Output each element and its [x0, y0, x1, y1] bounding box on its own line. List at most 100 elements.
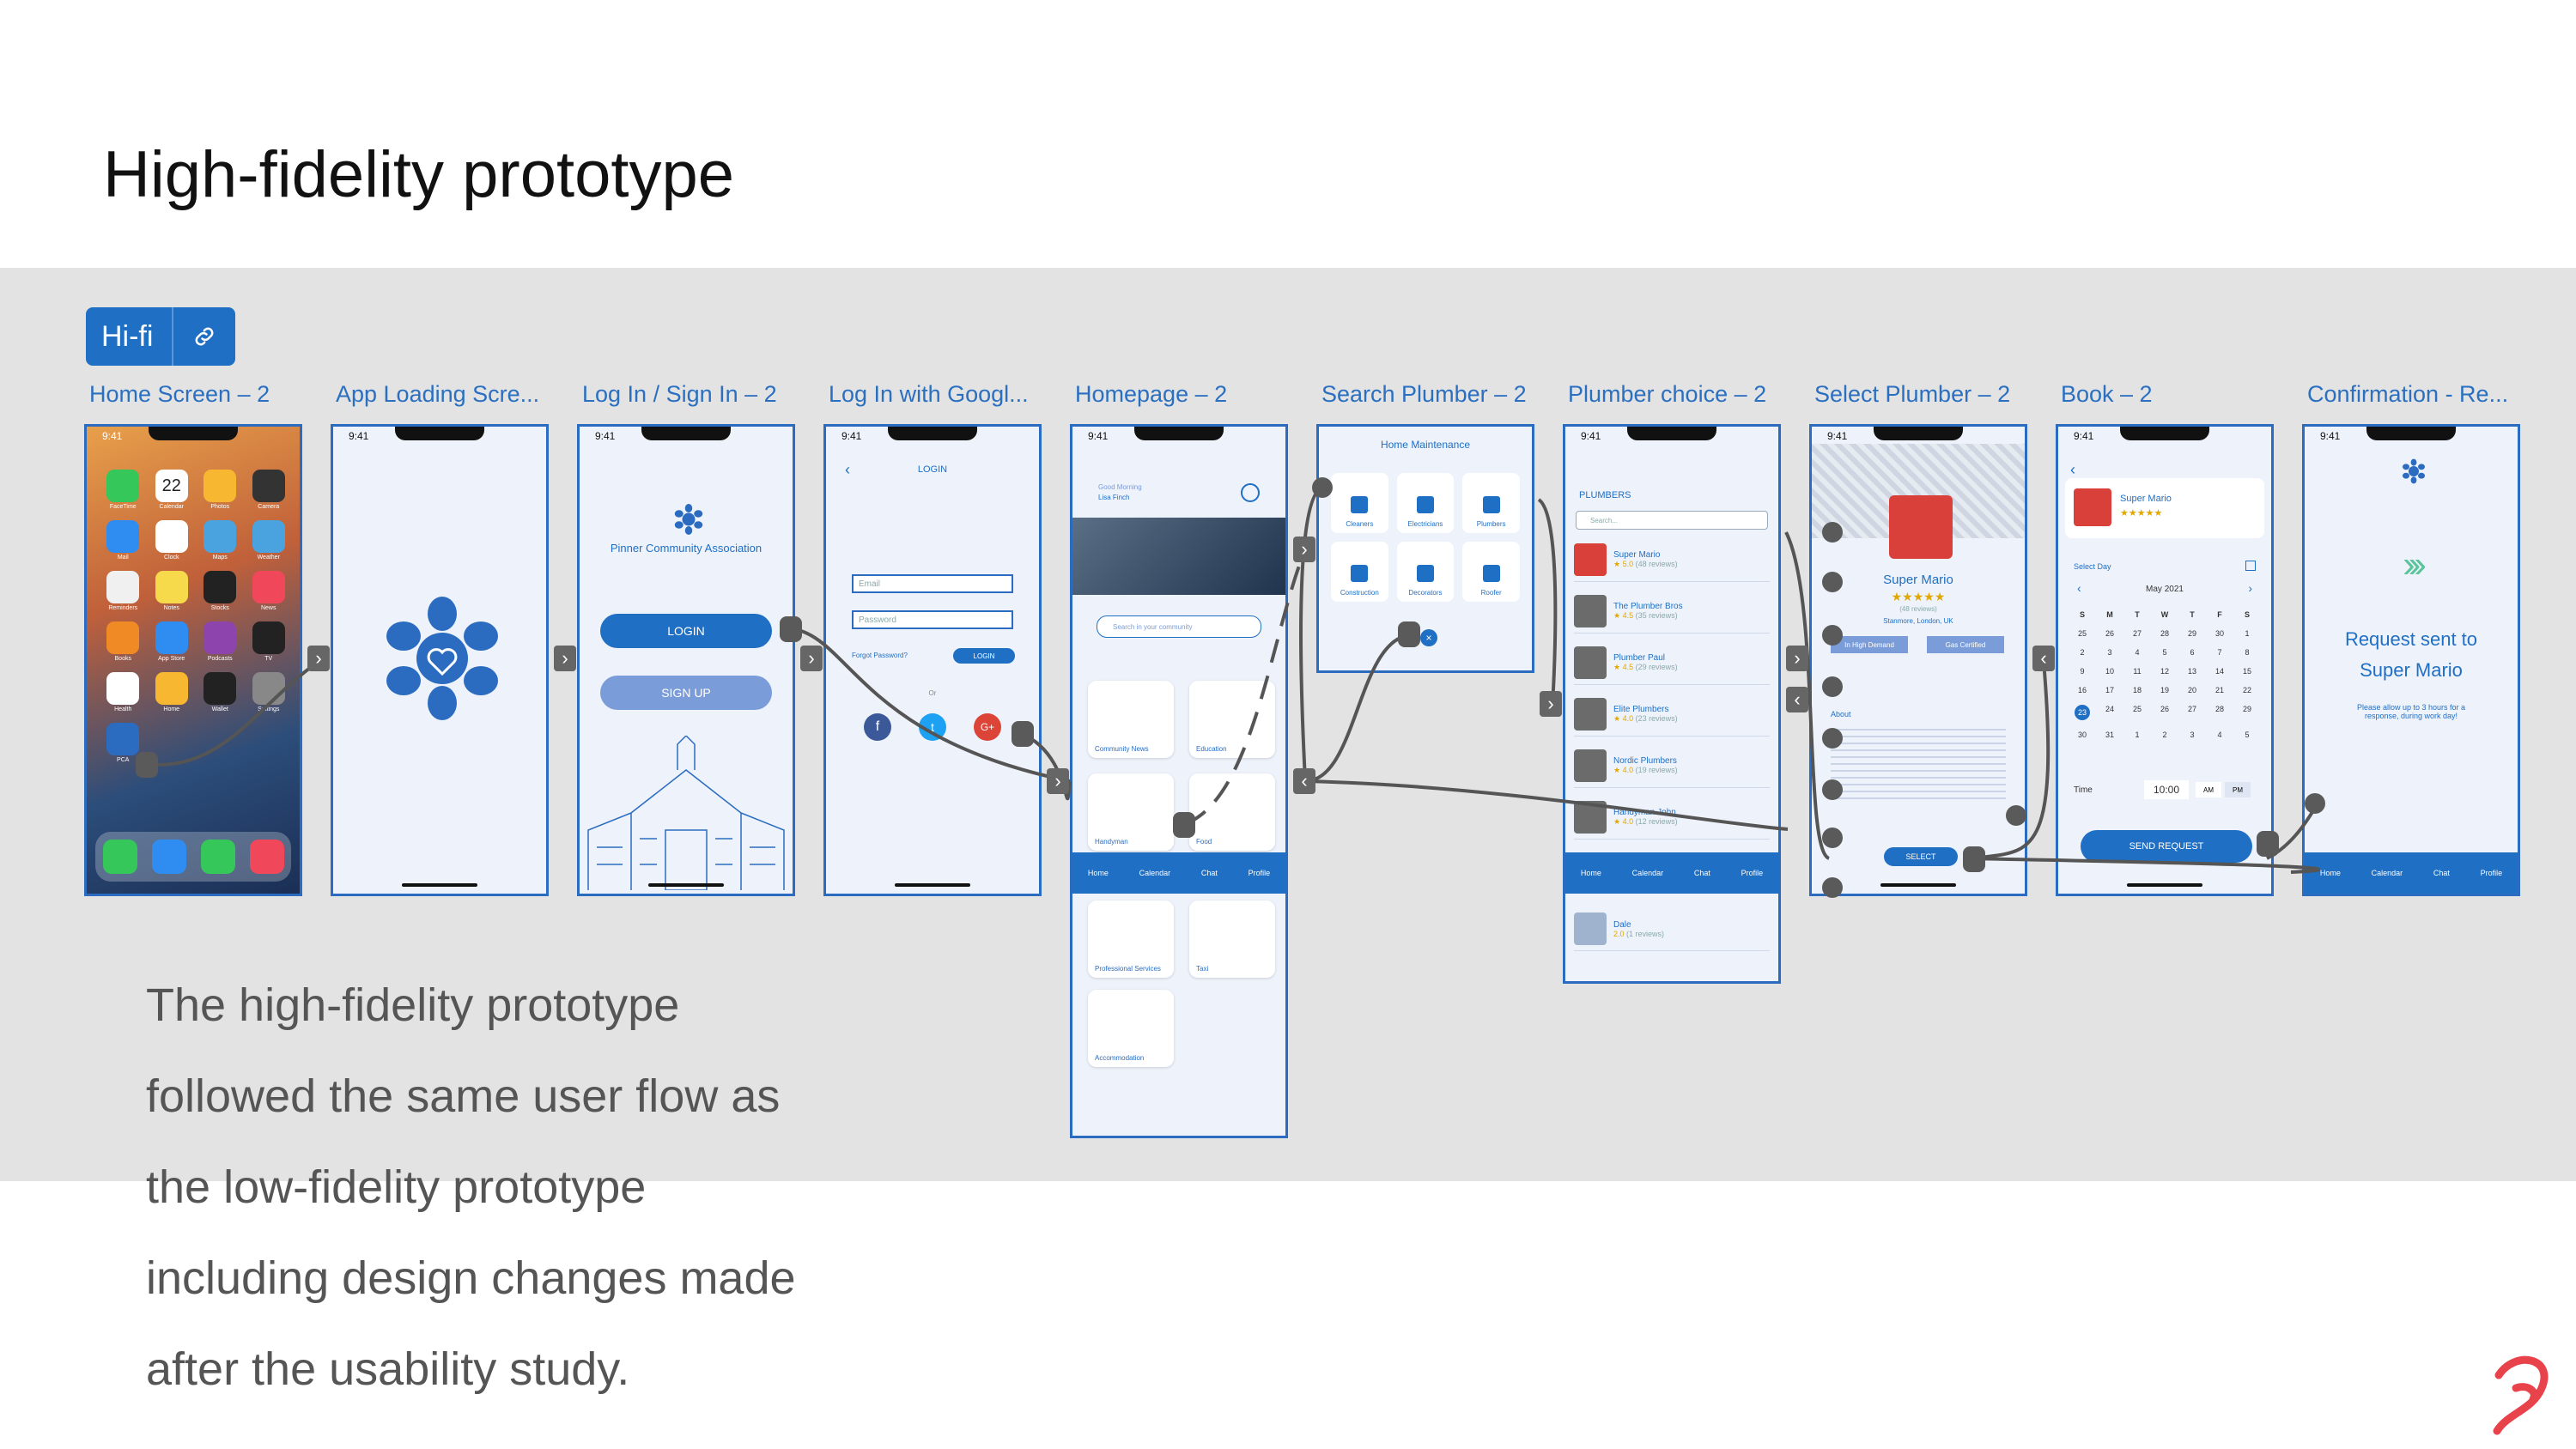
calendar-day[interactable]: 12: [2160, 667, 2169, 676]
app-icon-pca[interactable]: PCA: [99, 723, 148, 763]
search-input[interactable]: Search...: [1576, 511, 1768, 530]
frame-label-plumber-choice[interactable]: Plumber choice – 2: [1568, 381, 1767, 407]
tab-chat[interactable]: Chat: [2433, 869, 2450, 877]
calendar-day[interactable]: 3: [2190, 731, 2195, 739]
frame-label-login-google[interactable]: Log In with Googl...: [829, 381, 1029, 407]
tile-community-news[interactable]: Community News: [1088, 681, 1174, 758]
app-icon-stocks[interactable]: Stocks: [196, 571, 245, 611]
category-cleaners[interactable]: Cleaners: [1331, 473, 1388, 533]
calendar-day[interactable]: 15: [2242, 667, 2251, 676]
tab-calendar[interactable]: Calendar: [1631, 869, 1664, 877]
tab-calendar[interactable]: Calendar: [1139, 869, 1171, 877]
calendar-day[interactable]: 1: [2245, 629, 2250, 638]
tab-profile[interactable]: Profile: [2480, 869, 2503, 877]
frame-label-confirmation[interactable]: Confirmation - Re...: [2307, 381, 2509, 407]
login-button[interactable]: LOGIN: [600, 614, 772, 648]
frame-label-homepage[interactable]: Homepage – 2: [1075, 381, 1228, 407]
next-frame-arrow-icon[interactable]: ›: [554, 646, 576, 671]
calendar-day[interactable]: 19: [2160, 686, 2169, 694]
phone-confirmation[interactable]: 9:41 ››› Request sent to Super Mario Ple…: [2302, 424, 2520, 896]
calendar-day[interactable]: 29: [2187, 629, 2196, 638]
tab-chat[interactable]: Chat: [1200, 869, 1218, 877]
calendar-day[interactable]: 17: [2105, 686, 2114, 694]
calendar-day[interactable]: 4: [2217, 731, 2222, 739]
safari-app-icon[interactable]: [151, 840, 186, 874]
calendar-day[interactable]: 16: [2077, 686, 2087, 694]
link-icon[interactable]: [173, 324, 235, 349]
calendar-day[interactable]: 7: [2217, 648, 2222, 657]
calendar-day[interactable]: 25: [2077, 629, 2087, 638]
tab-home[interactable]: Home: [2319, 869, 2341, 877]
app-icon-news[interactable]: News: [245, 571, 294, 611]
am-toggle[interactable]: AM: [2196, 782, 2221, 797]
hero-image[interactable]: [1072, 518, 1285, 595]
phone-select-plumber[interactable]: 9:41 Super Mario ★★★★★ (48 reviews) Stan…: [1809, 424, 2027, 896]
list-item[interactable]: The Plumber Bros★ 4.5 (35 reviews): [1574, 590, 1770, 634]
close-icon[interactable]: ×: [1420, 629, 1437, 646]
calendar-day[interactable]: 8: [2245, 648, 2250, 657]
app-icon-reminders[interactable]: Reminders: [99, 571, 148, 611]
calendar-day[interactable]: 14: [2215, 667, 2224, 676]
calendar-day[interactable]: 22: [2242, 686, 2251, 694]
calendar-day[interactable]: 13: [2187, 667, 2196, 676]
search-input[interactable]: Search in your community: [1097, 615, 1261, 638]
calendar-day[interactable]: 27: [2187, 705, 2196, 713]
app-icon-app-store[interactable]: App Store: [148, 621, 197, 662]
category-construction[interactable]: Construction: [1331, 542, 1388, 602]
calendar-day[interactable]: 26: [2105, 629, 2114, 638]
next-frame-arrow-icon[interactable]: ›: [800, 646, 823, 671]
time-field[interactable]: 10:00: [2144, 780, 2189, 799]
calendar-day[interactable]: 1: [2135, 731, 2140, 739]
calendar-day[interactable]: 30: [2215, 629, 2224, 638]
calendar-day[interactable]: 29: [2242, 705, 2251, 713]
bell-icon[interactable]: [1241, 483, 1260, 502]
calendar-day[interactable]: 28: [2160, 629, 2169, 638]
category-electricians[interactable]: Electricians: [1396, 473, 1455, 533]
phone-homepage[interactable]: 9:41 Good Morning Lisa Finch Search in y…: [1070, 424, 1288, 1138]
calendar-day[interactable]: 3: [2107, 648, 2112, 657]
prev-frame-arrow-icon[interactable]: ‹: [1293, 768, 1315, 794]
app-icon-tv[interactable]: TV: [245, 621, 294, 662]
calendar-day[interactable]: 28: [2215, 705, 2224, 713]
prev-frame-arrow-icon[interactable]: ‹: [1786, 687, 1808, 712]
hifi-badge[interactable]: Hi-fi: [86, 307, 235, 366]
tile-taxi[interactable]: Taxi: [1189, 900, 1275, 978]
frame-label-search-plumber[interactable]: Search Plumber – 2: [1321, 381, 1527, 407]
frame-label-select-plumber[interactable]: Select Plumber – 2: [1814, 381, 2011, 407]
phone-login-google[interactable]: 9:41 ‹ LOGIN Email Password Forgot Passw…: [823, 424, 1042, 896]
app-icon-camera[interactable]: Camera: [245, 470, 294, 510]
app-icon-books[interactable]: Books: [99, 621, 148, 662]
list-item[interactable]: Super Mario★ 5.0 (48 reviews): [1574, 538, 1770, 582]
calendar-day[interactable]: 9: [2080, 667, 2085, 676]
back-chevron-icon[interactable]: ‹: [2070, 461, 2075, 478]
app-icon-photos[interactable]: Photos: [196, 470, 245, 510]
app-icon-podcasts[interactable]: Podcasts: [196, 621, 245, 662]
calendar-day[interactable]: 27: [2132, 629, 2142, 638]
tab-profile[interactable]: Profile: [1741, 869, 1764, 877]
email-field[interactable]: Email: [852, 574, 1013, 593]
tab-home[interactable]: Home: [1580, 869, 1601, 877]
calendar-day[interactable]: 4: [2135, 648, 2140, 657]
next-frame-arrow-icon[interactable]: ›: [1293, 537, 1315, 562]
app-icon-notes[interactable]: Notes: [148, 571, 197, 611]
app-icon-maps[interactable]: Maps: [196, 520, 245, 561]
calendar-day[interactable]: 30: [2077, 731, 2087, 739]
category-roofer[interactable]: Roofer: [1462, 542, 1520, 602]
frame-label-login[interactable]: Log In / Sign In – 2: [582, 381, 777, 407]
calendar-icon[interactable]: [2245, 561, 2256, 571]
calendar-day-selected[interactable]: 23: [2075, 705, 2090, 720]
calendar-day[interactable]: 18: [2132, 686, 2142, 694]
tab-calendar[interactable]: Calendar: [2371, 869, 2403, 877]
app-icon-settings[interactable]: Settings: [245, 672, 294, 712]
frame-label-book[interactable]: Book – 2: [2061, 381, 2153, 407]
messages-app-icon[interactable]: [200, 840, 235, 874]
list-item[interactable]: Elite Plumbers★ 4.0 (23 reviews): [1574, 693, 1770, 737]
calendar-day[interactable]: 5: [2162, 648, 2167, 657]
calendar-day[interactable]: 25: [2132, 705, 2142, 713]
next-frame-arrow-icon[interactable]: ›: [1047, 768, 1069, 794]
google-icon[interactable]: G+: [974, 713, 1001, 741]
tab-chat[interactable]: Chat: [1693, 869, 1710, 877]
select-button[interactable]: SELECT: [1884, 847, 1958, 866]
